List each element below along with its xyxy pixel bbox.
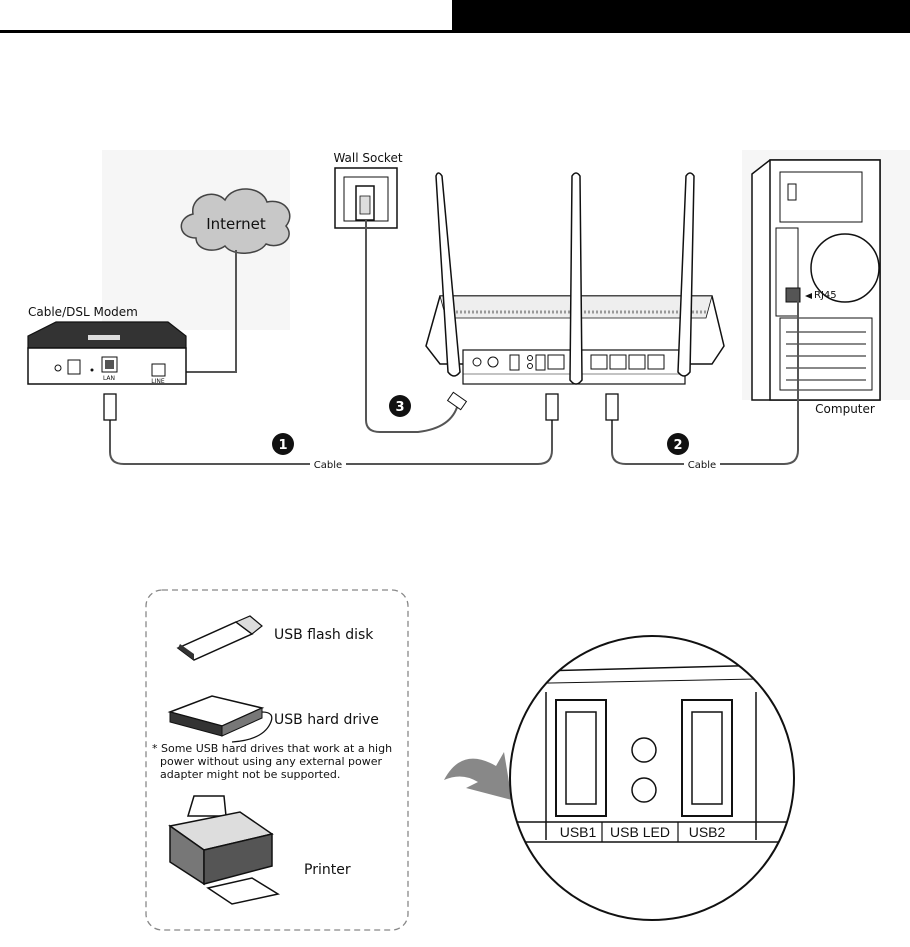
step-2-number: 2	[673, 438, 682, 453]
internet-label: Internet	[206, 215, 266, 233]
cable-2-plug-router	[606, 394, 618, 420]
cable-1-plug-router	[546, 394, 558, 420]
header-bar	[0, 0, 910, 33]
cable-1-plug-modem	[104, 394, 116, 420]
usb-note-line-2: power without using any external power	[160, 755, 383, 768]
wall-socket-label: Wall Socket	[333, 151, 402, 165]
usb-note-line-1: * Some USB hard drives that work at a hi…	[152, 742, 392, 755]
usb2-label: USB2	[689, 824, 726, 840]
step-1-badge: 1	[272, 433, 294, 455]
cable-2-label: Cable	[688, 460, 716, 471]
usb-note-line-3: adapter might not be supported.	[160, 768, 340, 781]
cable-1-label: Cable	[314, 460, 342, 471]
usb-hard-drive-icon	[170, 696, 272, 742]
usb1-label: USB1	[560, 824, 597, 840]
usb-led-label: USB LED	[610, 824, 670, 840]
step-3-badge: 3	[389, 395, 411, 417]
line-port-label: LINE	[151, 378, 165, 385]
usb-hard-drive-label: USB hard drive	[274, 712, 379, 728]
step-1-number: 1	[278, 438, 287, 453]
modem-label: Cable/DSL Modem	[28, 305, 138, 319]
wall-socket	[335, 168, 397, 228]
printer-icon	[170, 796, 278, 904]
step-2-badge: 2	[667, 433, 689, 455]
computer-tower	[752, 160, 880, 400]
curved-arrow-icon	[444, 752, 512, 800]
step-3-number: 3	[395, 400, 404, 415]
usb-port-zoom	[500, 630, 810, 930]
lan-port-label: LAN	[103, 375, 115, 382]
computer-label: Computer	[815, 402, 875, 416]
usb-flash-disk-icon	[178, 616, 262, 660]
usb-flash-disk-label: USB flash disk	[274, 627, 374, 643]
rj45-label: RJ45	[814, 290, 837, 301]
printer-label: Printer	[304, 862, 351, 878]
power-plug	[448, 392, 467, 409]
